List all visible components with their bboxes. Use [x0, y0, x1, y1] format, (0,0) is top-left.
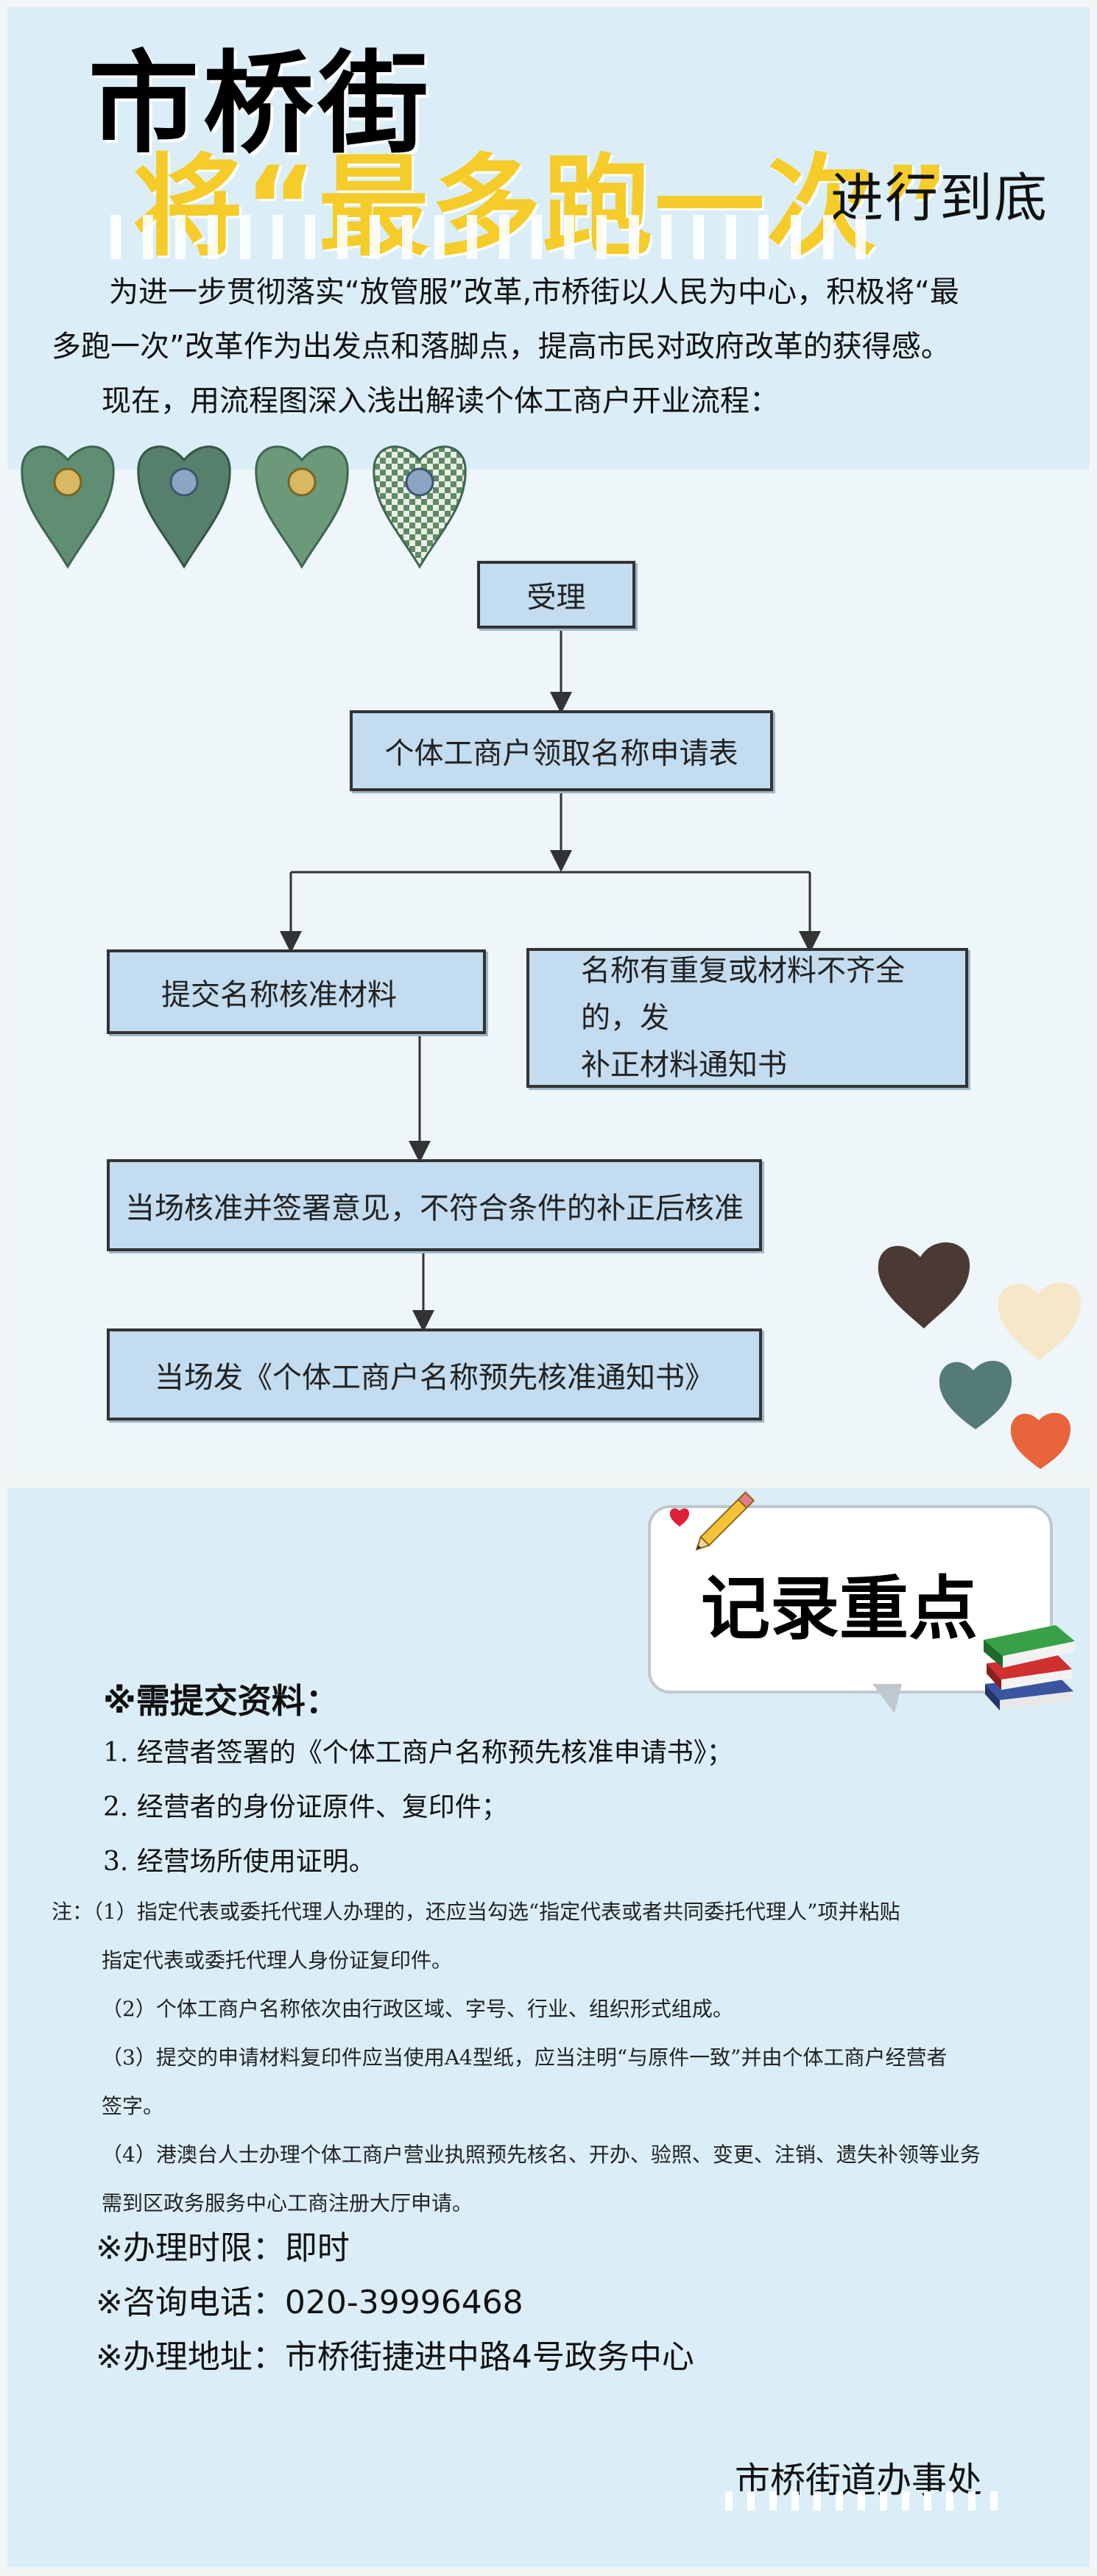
books-icon: [984, 1625, 1075, 1710]
note-line: 注：（1）指定代表或委托代理人办理的，还应当勾选“指定代表或者共同委托代理人”项…: [52, 1900, 900, 1924]
flow-step-issue-notice: 当场发《个体工商户名称预先核准通知书》: [107, 1328, 762, 1420]
list-item: 2. 经营者的身份证原件、复印件；: [103, 1792, 508, 1822]
heart-button-icon: [255, 445, 349, 569]
brown-heart-icon: [878, 1242, 970, 1328]
note-line: 签字。: [102, 2094, 164, 2118]
cream-heart-icon: [998, 1282, 1082, 1360]
signature-decoration: [725, 2491, 1005, 2510]
correction-notice-line-1: 名称有重复或材料不齐全的，发: [581, 954, 905, 1035]
flow-step-approve: 当场核准并签署意见，不符合条件的补正后核准: [107, 1159, 762, 1251]
processing-time: ※办理时限：即时: [96, 2229, 350, 2267]
flowchart-connectors: [280, 629, 821, 1332]
checkered-heart-icon: [373, 445, 467, 569]
intro-text: 为进一步贯彻落实“放管服”改革,市桥街以人民为中心，积极将“最 多跑一次”改革作…: [52, 265, 1053, 428]
heart-button-icon: [21, 445, 115, 569]
notes-list: 注：（1）指定代表或委托代理人办理的，还应当勾选“指定代表或者共同委托代理人”项…: [52, 1888, 1090, 2228]
heart-button-icon: [137, 445, 231, 569]
note-line: （4）港澳台人士办理个体工商户营业执照预先核名、开办、验照、变更、注销、遗失补领…: [102, 2142, 981, 2167]
materials-heading: ※需提交资料：: [103, 1681, 339, 1721]
list-item: 3. 经营场所使用证明。: [103, 1847, 375, 1877]
pencil-icon: [669, 1491, 755, 1551]
orange-heart-icon: [1010, 1412, 1071, 1469]
contact-phone: ※咨询电话：020-39996468: [96, 2284, 523, 2321]
note-line: 需到区政务服务中心工商注册大厅申请。: [102, 2191, 473, 2215]
page-title: 市桥街: [88, 40, 434, 169]
flow-step-accept: 受理: [477, 561, 635, 629]
correction-notice-line-2: 补正材料通知书: [581, 1048, 787, 1082]
intro-line-2: 多跑一次”改革作为出发点和落脚点，提高市民对政府改革的获得感。: [52, 330, 950, 364]
list-item: 1. 经营者签署的《个体工商户名称预先核准申请书》；: [103, 1738, 733, 1768]
note-line: （3）提交的申请材料复印件应当使用A4型纸，应当注明“与原件一致”并由个体工商户…: [102, 2045, 948, 2070]
speech-bubble-tail: [872, 1684, 902, 1713]
flow-step-correction-notice: 名称有重复或材料不齐全的，发 补正材料通知书: [526, 948, 968, 1088]
materials-list: 1. 经营者签署的《个体工商户名称预先核准申请书》； 2. 经营者的身份证原件、…: [103, 1726, 733, 1889]
intro-line-1: 为进一步贯彻落实“放管服”改革,市桥街以人民为中心，积极将“最: [109, 275, 959, 309]
note-line: （2）个体工商户名称依次由行政区域、字号、行业、组织形式组成。: [102, 1997, 733, 2021]
teal-heart-icon: [939, 1360, 1012, 1429]
title-decoration: [110, 215, 883, 259]
flow-step-submit-materials: 提交名称核准材料: [107, 949, 486, 1034]
intro-line-3: 现在，用流程图深入浅出解读个体工商户开业流程：: [102, 384, 779, 418]
note-line: 指定代表或委托代理人身份证复印件。: [102, 1948, 453, 1972]
office-address: ※办理地址：市桥街捷进中路4号政务中心: [96, 2338, 694, 2376]
notes-title: 记录重点: [701, 1569, 978, 1649]
flow-step-get-form: 个体工商户领取名称申请表: [350, 710, 773, 791]
